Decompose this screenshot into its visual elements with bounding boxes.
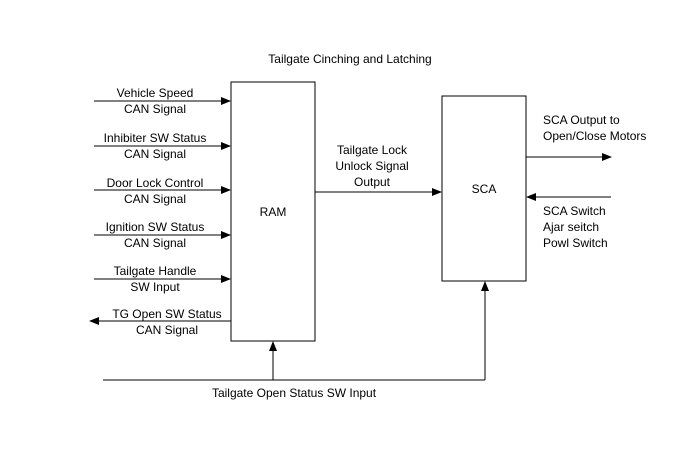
- sca-switch-label-2: Ajar seitch: [543, 220, 599, 234]
- sca-output-label-2: Open/Close Motors: [543, 129, 646, 143]
- vehicle-speed-label: Vehicle Speed: [117, 86, 194, 100]
- bottom-input-label: Tailgate Open Status SW Input: [212, 386, 377, 400]
- tailgate-handle-sublabel: SW Input: [130, 280, 180, 294]
- ram-label: RAM: [260, 205, 287, 219]
- sca-output-label-1: SCA Output to: [543, 113, 620, 127]
- tg-open-sw-sublabel: CAN Signal: [136, 323, 198, 337]
- ignition-sw-label: Ignition SW Status: [106, 220, 205, 234]
- ram-to-sca-label-2: Unlock Signal: [335, 159, 408, 173]
- door-lock-sublabel: CAN Signal: [124, 192, 186, 206]
- sca-block: [441, 95, 527, 282]
- ram-to-sca-label-3: Output: [354, 175, 391, 189]
- inhibiter-sw-label: Inhibiter SW Status: [104, 131, 207, 145]
- inhibiter-sw-sublabel: CAN Signal: [124, 147, 186, 161]
- sca-switch-label-1: SCA Switch: [543, 204, 606, 218]
- sca-switch-label-3: Powl Switch: [543, 236, 608, 250]
- ram-to-sca-label-1: Tailgate Lock: [337, 143, 408, 157]
- door-lock-label: Door Lock Control: [107, 176, 204, 190]
- diagram-title: Tailgate Cinching and Latching: [268, 52, 431, 66]
- vehicle-speed-sublabel: CAN Signal: [124, 102, 186, 116]
- ram-block: [230, 81, 316, 342]
- tailgate-handle-label: Tailgate Handle: [114, 264, 197, 278]
- tg-open-sw-label: TG Open SW Status: [112, 307, 221, 321]
- ignition-sw-sublabel: CAN Signal: [124, 236, 186, 250]
- sca-label: SCA: [472, 182, 497, 196]
